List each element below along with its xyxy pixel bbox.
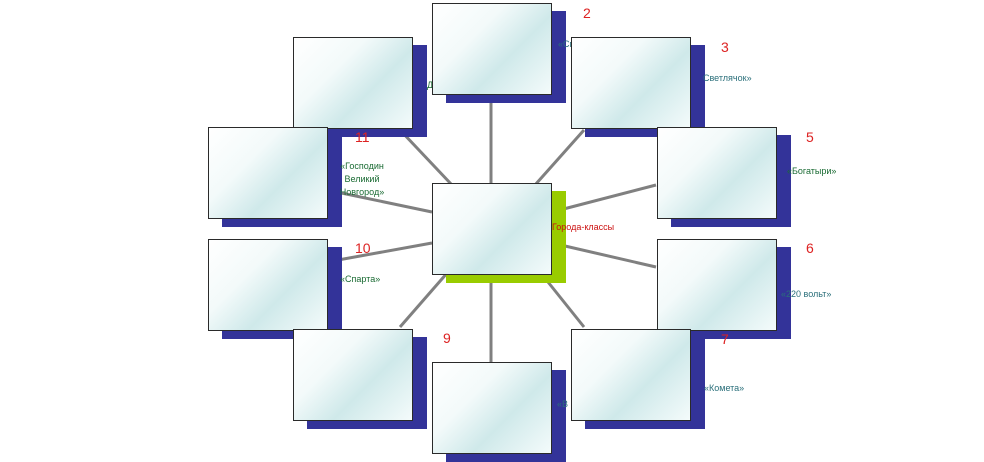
label-gospodin-novgorod: «Господин Великий Новгород» (339, 161, 385, 197)
node-number-6: 6 (806, 240, 814, 256)
node-box (657, 127, 777, 219)
node-box (293, 329, 413, 421)
node-number-3: 3 (721, 39, 729, 55)
connector-top-right (533, 129, 586, 186)
node-number-10: 10 (355, 240, 371, 256)
node-box (293, 37, 413, 129)
connector-right-lower (551, 241, 657, 269)
node-box (208, 127, 328, 219)
label-bogatyri: «Богатыри» (787, 166, 837, 176)
label-partial-d: Д (427, 80, 434, 90)
label-kometa: «Комета» (704, 383, 745, 393)
label-svetlyachok: Светлячок» (703, 73, 752, 83)
center-label: Города-классы (552, 222, 615, 232)
label-partial-v: «В (557, 399, 569, 409)
node-number-7: 7 (721, 331, 729, 347)
connector-bottom-left (398, 271, 450, 328)
node-box (432, 362, 552, 454)
node-number-9: 9 (443, 330, 451, 346)
node-box (657, 239, 777, 331)
label-220-volt: «220 вольт» (781, 289, 832, 299)
node-number-11: 11 (355, 129, 370, 145)
connector-left-upper (326, 188, 433, 214)
node-box (208, 239, 328, 331)
node-number-2: 2 (583, 5, 591, 21)
label-sparta: «Спарта» (340, 274, 381, 284)
node-box (432, 3, 552, 95)
node-number-5: 5 (806, 129, 814, 145)
center-node-box (432, 183, 552, 275)
connector-top-left (398, 128, 454, 187)
connector-right-upper (551, 183, 657, 214)
connector-left-lower (326, 241, 433, 264)
node-box (571, 329, 691, 421)
node-box (571, 37, 691, 129)
